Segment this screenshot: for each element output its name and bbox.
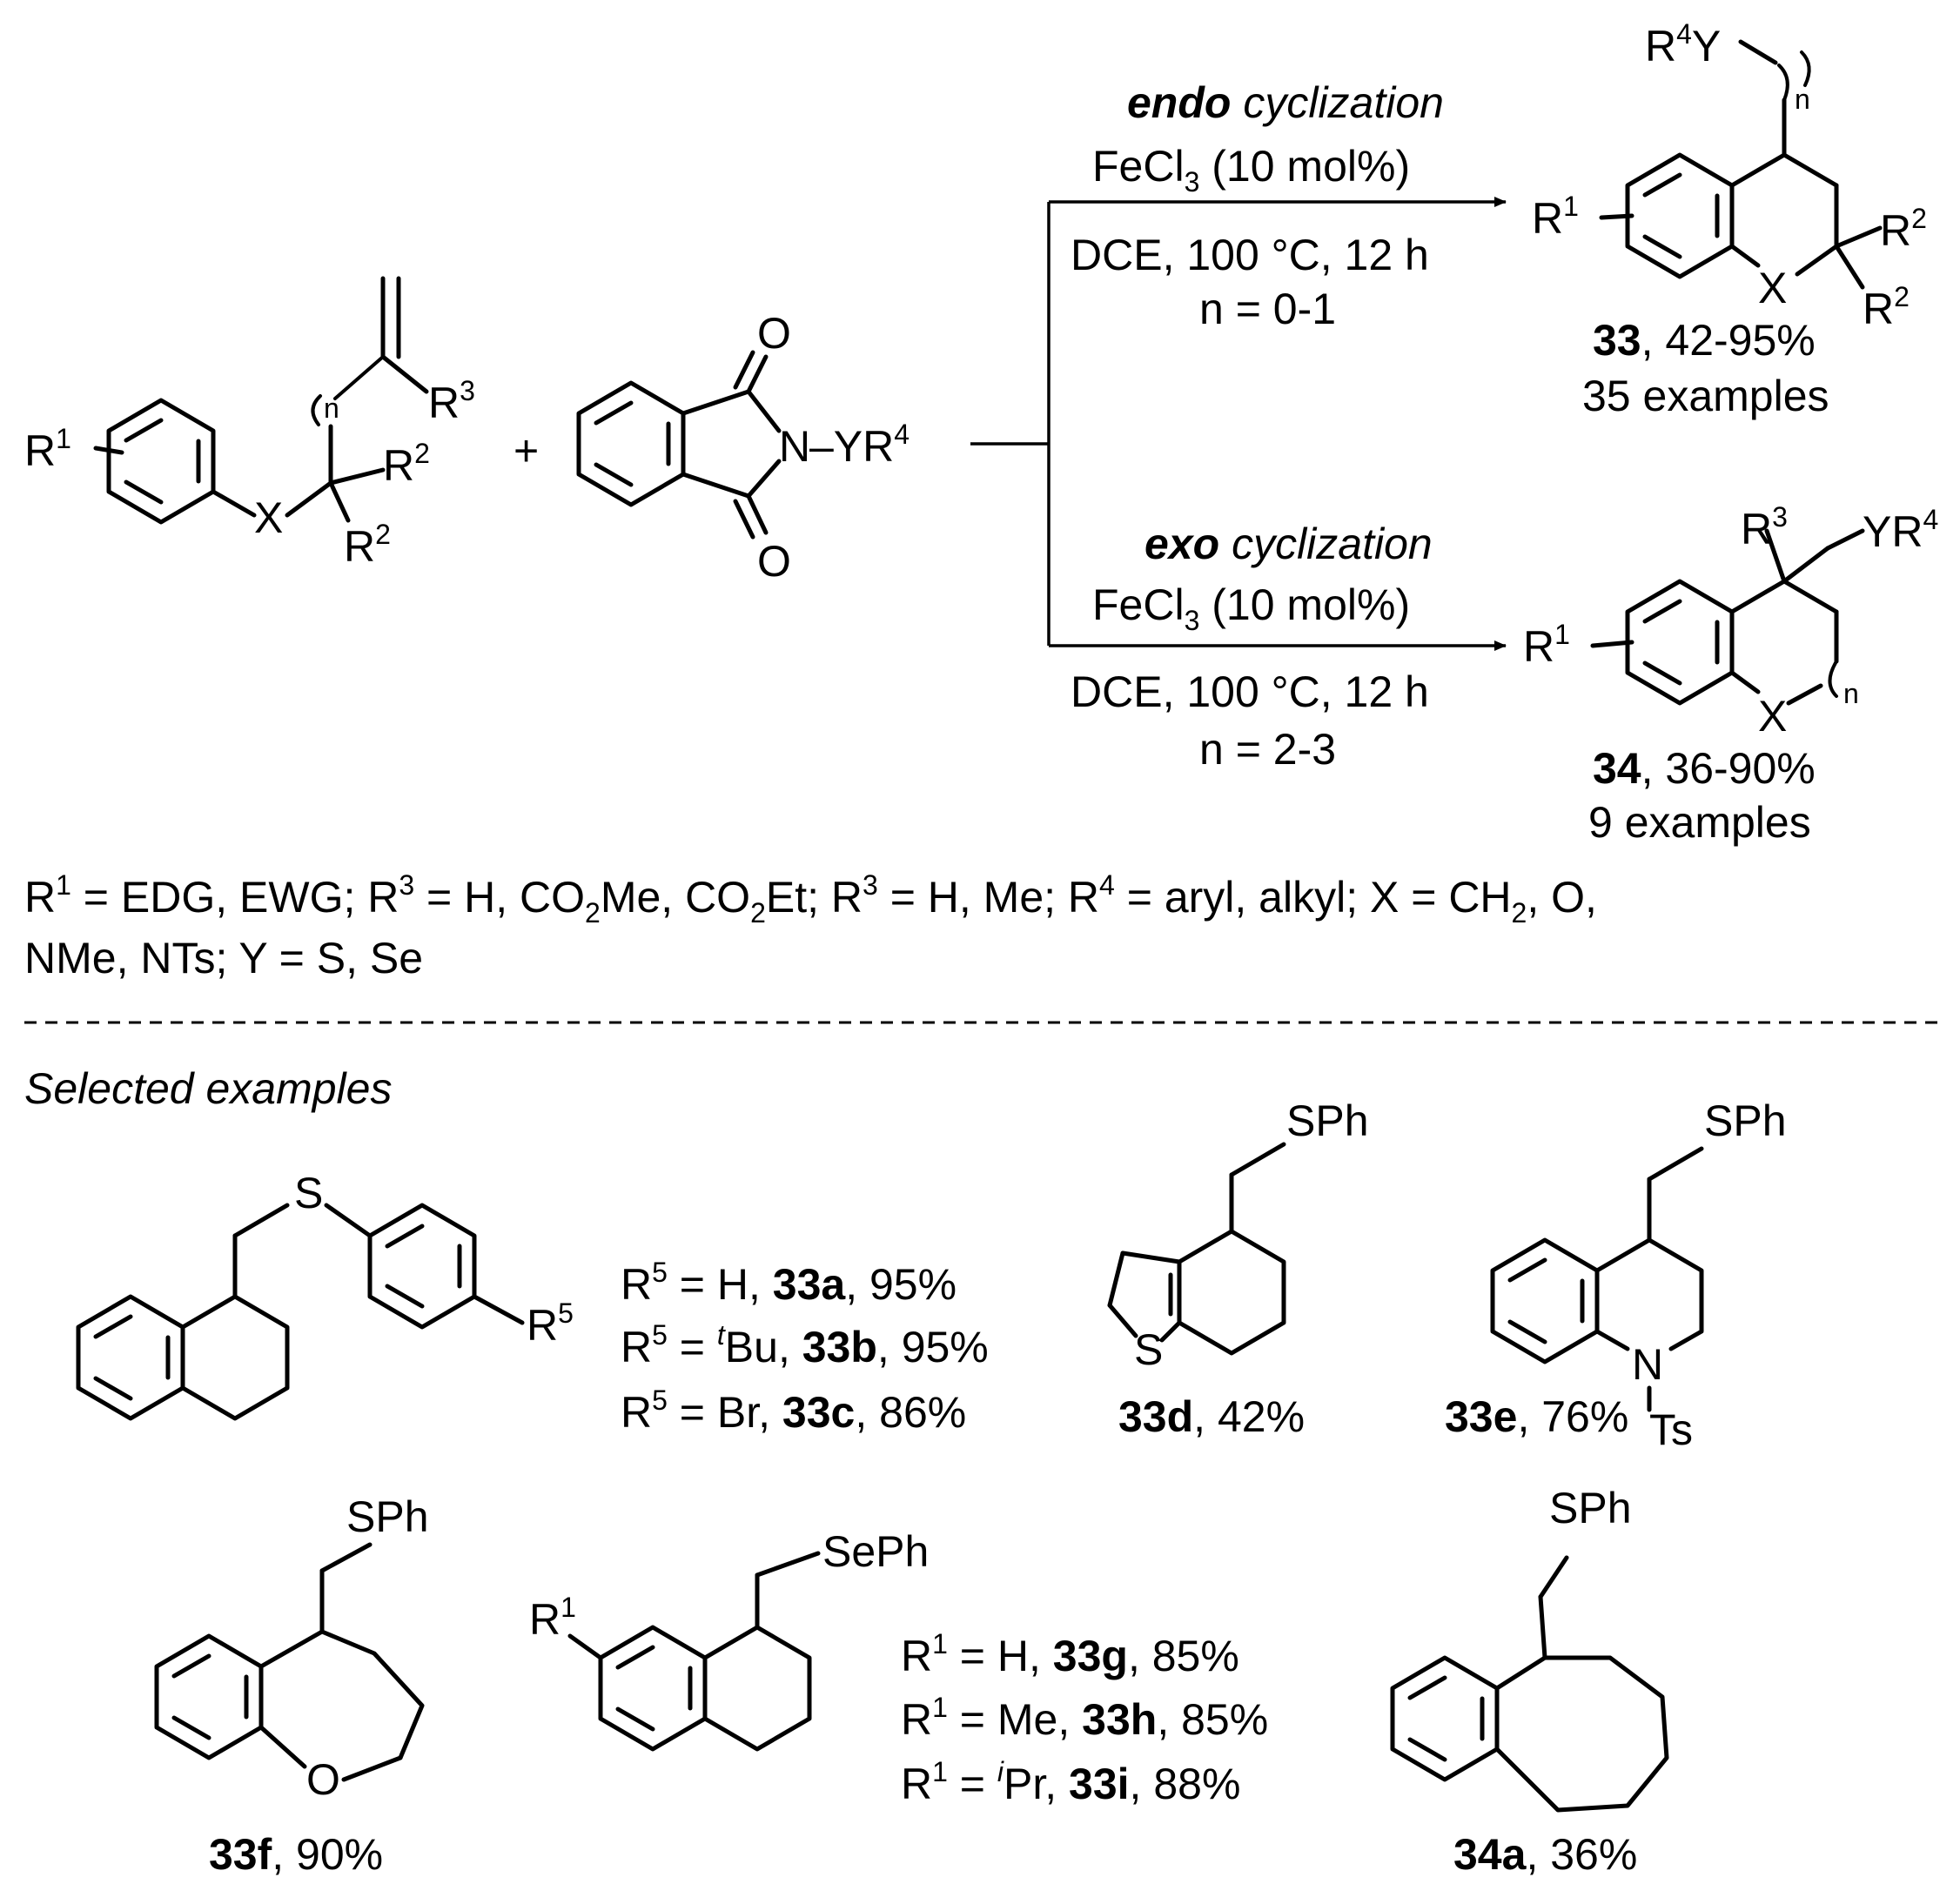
endo-conditions-text: DCE, 100 °C, 12 h: [1071, 231, 1429, 279]
ex33f-o: O: [306, 1755, 340, 1804]
p33-r2b: R2: [1863, 281, 1910, 333]
p34-n: n: [1843, 678, 1859, 709]
example-34a: SPh 34a, 36%: [1390, 1484, 1669, 1879]
ex33d-label: 33d, 42%: [1118, 1392, 1305, 1441]
ex33g-seph: SePh: [822, 1527, 929, 1576]
example-33e: SPh N Ts 33e, 76%: [1445, 1096, 1787, 1454]
exo-title: exo cyclization: [1144, 520, 1433, 568]
legend-line-2: NMe, NTs; Y = S, Se: [24, 934, 423, 982]
imide-n: N: [779, 422, 810, 471]
ex33a-r5: R5: [527, 1297, 574, 1350]
p34-label: 34, 36-90%: [1593, 744, 1816, 793]
endo-n-range: n = 0-1: [1199, 285, 1336, 333]
r3-label: R3: [428, 375, 475, 427]
endo-catalyst: FeCl3 (10 mol%): [1092, 142, 1410, 198]
ex33d-sph: SPh: [1286, 1096, 1369, 1145]
p33-n: n: [1795, 84, 1810, 115]
legend-line-1: R1 = EDG, EWG; R3 = H, CO2Me, CO2Et; R3 …: [24, 869, 1597, 929]
example-33ghi: SePh R1 R1 = H, 33g, 85% R1 = Me, 33h, 8…: [529, 1527, 1268, 1808]
ex34a-label: 34a, 36%: [1453, 1830, 1637, 1879]
p33-r2a: R2: [1880, 203, 1927, 255]
ex33e-sph: SPh: [1704, 1096, 1787, 1145]
carbonyl-o-top: O: [757, 309, 791, 358]
ex33f-sph: SPh: [346, 1492, 429, 1541]
p33-label: 33, 42-95%: [1593, 316, 1816, 365]
example-33d: SPh S 33d, 42%: [1107, 1096, 1369, 1441]
ex33e-ts: Ts: [1649, 1405, 1693, 1454]
plus-sign: +: [513, 426, 539, 475]
x-label: X: [254, 493, 283, 542]
ex33f-label: 33f, 90%: [209, 1830, 383, 1879]
ex33g-line: R1 = H, 33g, 85%: [901, 1628, 1239, 1680]
r2b-label: R2: [344, 519, 391, 571]
ex34a-sph: SPh: [1549, 1484, 1632, 1532]
reactant-phthalimide: O O N –YR4: [576, 309, 910, 586]
selected-heading: Selected examples: [24, 1064, 392, 1113]
ex33i-line: R1 = iPr, 33i, 88%: [901, 1756, 1240, 1808]
ex33e-n: N: [1632, 1340, 1663, 1389]
endo-conditions: endo cyclization FeCl3 (10 mol%) DCE, 10…: [1071, 78, 1444, 333]
example-33abc: S R5 R5 = H, 33a, 95% R5 = tBu, 33b, 95%…: [76, 1169, 989, 1437]
p34-x: X: [1758, 692, 1787, 741]
r1-label: R1: [24, 423, 71, 475]
p33-examples: 35 examples: [1582, 372, 1829, 420]
n-label: n: [324, 392, 339, 424]
ex33a-line: R5 = H, 33a, 95%: [621, 1257, 957, 1309]
p33-r1: R1: [1532, 191, 1579, 243]
exo-catalyst: FeCl3 (10 mol%): [1092, 580, 1410, 636]
p34-r3: R3: [1741, 501, 1788, 553]
ex33c-line: R5 = Br, 33c, 86%: [621, 1385, 966, 1437]
ex33e-label: 33e, 76%: [1445, 1392, 1628, 1441]
branched-arrows: [970, 197, 1507, 651]
product-33: R1 X R2 R2 R4Y n 33, 42-95% 35 examples: [1532, 18, 1927, 420]
reactant-alkene: R1 X n R2 R2 R3: [24, 276, 475, 571]
product-34: R1 X R3 YR4 n 34, 36-90% 9 examples: [1523, 501, 1938, 847]
exo-conditions-text: DCE, 100 °C, 12 h: [1071, 667, 1429, 716]
example-33f: SPh O 33f, 90%: [154, 1492, 429, 1879]
ex33a-s: S: [294, 1169, 323, 1217]
ex33d-s: S: [1134, 1325, 1163, 1374]
p33-r4y: R4Y: [1645, 18, 1721, 70]
p34-yr4: YR4: [1863, 504, 1938, 556]
ex33b-line: R5 = tBu, 33b, 95%: [621, 1319, 989, 1371]
carbonyl-o-bottom: O: [757, 537, 791, 586]
endo-title: endo cyclization: [1127, 78, 1444, 127]
p33-x: X: [1758, 264, 1787, 312]
ex33g-r1: R1: [529, 1592, 576, 1644]
p34-r1: R1: [1523, 619, 1570, 671]
p34-examples: 9 examples: [1588, 798, 1811, 847]
benzene-ring: [106, 398, 216, 525]
yr4-group: –YR4: [809, 419, 910, 471]
ex33h-line: R1 = Me, 33h, 85%: [901, 1692, 1268, 1744]
exo-conditions: exo cyclization FeCl3 (10 mol%) DCE, 100…: [1071, 520, 1433, 774]
exo-n-range: n = 2-3: [1199, 725, 1336, 774]
r2a-label: R2: [383, 438, 430, 490]
